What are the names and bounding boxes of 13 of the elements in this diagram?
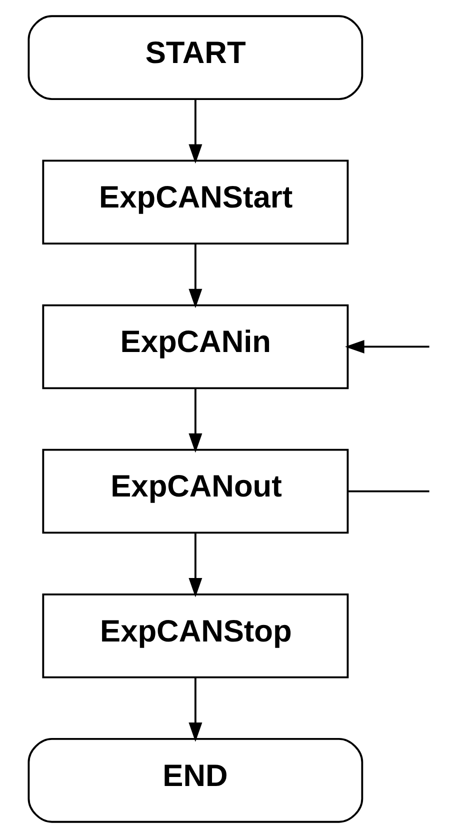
node-box: ExpCANin xyxy=(42,304,348,390)
node-box: START xyxy=(27,15,363,100)
node-box: ExpCANStop xyxy=(42,593,348,678)
arrow xyxy=(344,340,429,354)
node-box: ExpCANout xyxy=(42,448,348,534)
arrow xyxy=(188,388,202,453)
arrow xyxy=(188,533,202,598)
node-box: ExpCANStart xyxy=(42,160,348,245)
arrow xyxy=(188,678,202,742)
connector xyxy=(347,490,429,492)
arrow xyxy=(188,244,202,308)
node-box: END xyxy=(27,738,363,823)
arrow xyxy=(188,99,202,164)
